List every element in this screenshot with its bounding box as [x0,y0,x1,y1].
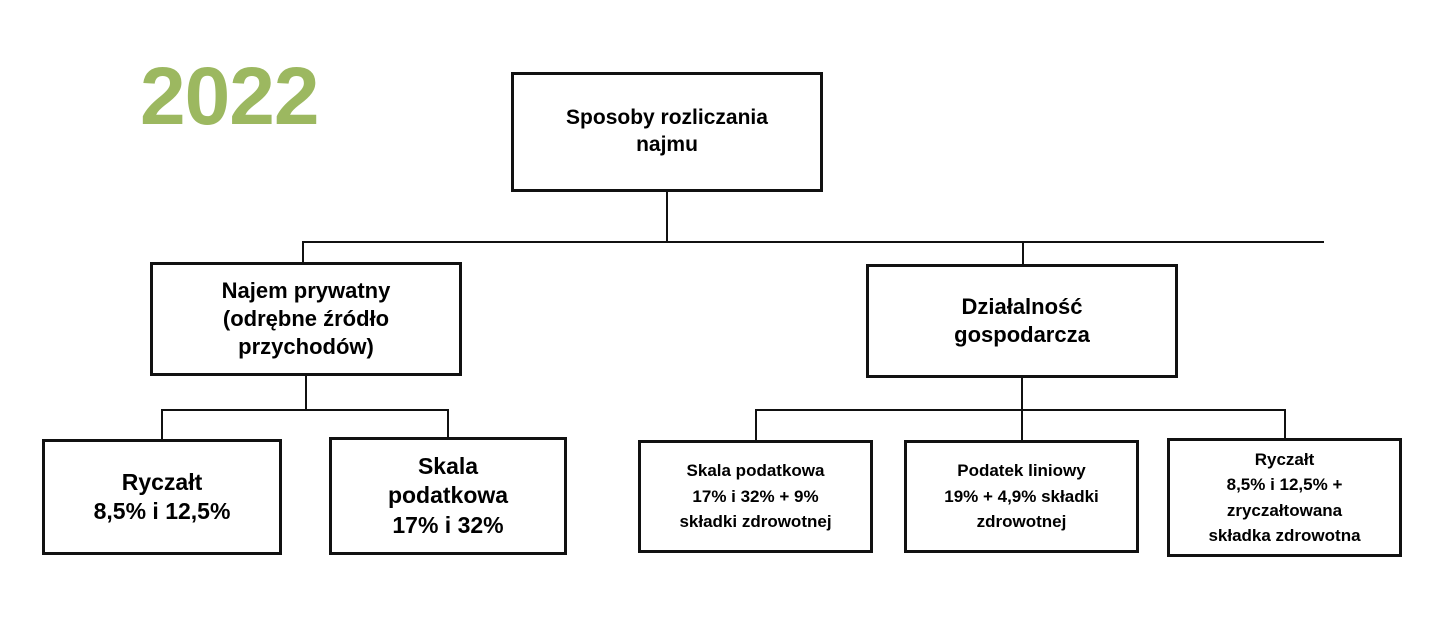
node-root[interactable]: Sposoby rozliczania najmu [511,72,823,192]
connector-to-branch-1 [302,241,304,264]
node-leaf-skala-podatkowa-prywatny[interactable]: Skala podatkowa 17% i 32% [329,437,567,555]
node-leaf-ryczalt-dg-label: Ryczałt 8,5% i 12,5% + zryczałtowana skł… [1208,449,1361,546]
node-leaf-skala-podatkowa-dg-label: Skala podatkowa 17% i 32% + 9% składki z… [679,461,832,532]
connector-level2-bus [302,241,1324,243]
node-leaf-skala-podatkowa-prywatny-label: Skala podatkowa 17% i 32% [387,452,509,538]
node-branch-dzialalnosc-gospodarcza[interactable]: Działalność gospodarcza [866,264,1178,378]
connector-to-leaf-5 [1284,409,1286,438]
node-leaf-podatek-liniowy-dg[interactable]: Podatek liniowy 19% + 4,9% składki zdrow… [904,440,1139,553]
connector-to-branch-2 [1022,241,1024,264]
node-branch-dzialalnosc-gospodarcza-label: Działalność gospodarcza [954,293,1090,347]
node-leaf-ryczalt-prywatny[interactable]: Ryczałt 8,5% i 12,5% [42,439,282,555]
connector-to-leaf-2 [447,409,449,439]
node-leaf-skala-podatkowa-dg[interactable]: Skala podatkowa 17% i 32% + 9% składki z… [638,440,873,553]
connector-to-leaf-4 [1021,409,1023,440]
node-root-label: Sposoby rozliczania najmu [566,106,768,156]
node-leaf-ryczalt-dg[interactable]: Ryczałt 8,5% i 12,5% + zryczałtowana skł… [1167,438,1402,557]
connector-branch-2-bus [755,409,1285,411]
connector-branch-1-bus [161,409,449,411]
node-leaf-podatek-liniowy-dg-label: Podatek liniowy 19% + 4,9% składki zdrow… [944,461,1099,532]
year-label: 2022 [140,51,319,142]
connector-root-stem [666,192,668,242]
connector-to-leaf-1 [161,409,163,439]
node-branch-najem-prywatny[interactable]: Najem prywatny (odrębne źródło przychodó… [150,262,462,376]
node-branch-najem-prywatny-label: Najem prywatny (odrębne źródło przychodó… [221,277,391,360]
connector-branch-2-stem [1021,378,1023,410]
node-leaf-ryczalt-prywatny-label: Ryczałt 8,5% i 12,5% [93,468,231,524]
connector-to-leaf-3 [755,409,757,440]
connector-branch-1-stem [305,376,307,410]
